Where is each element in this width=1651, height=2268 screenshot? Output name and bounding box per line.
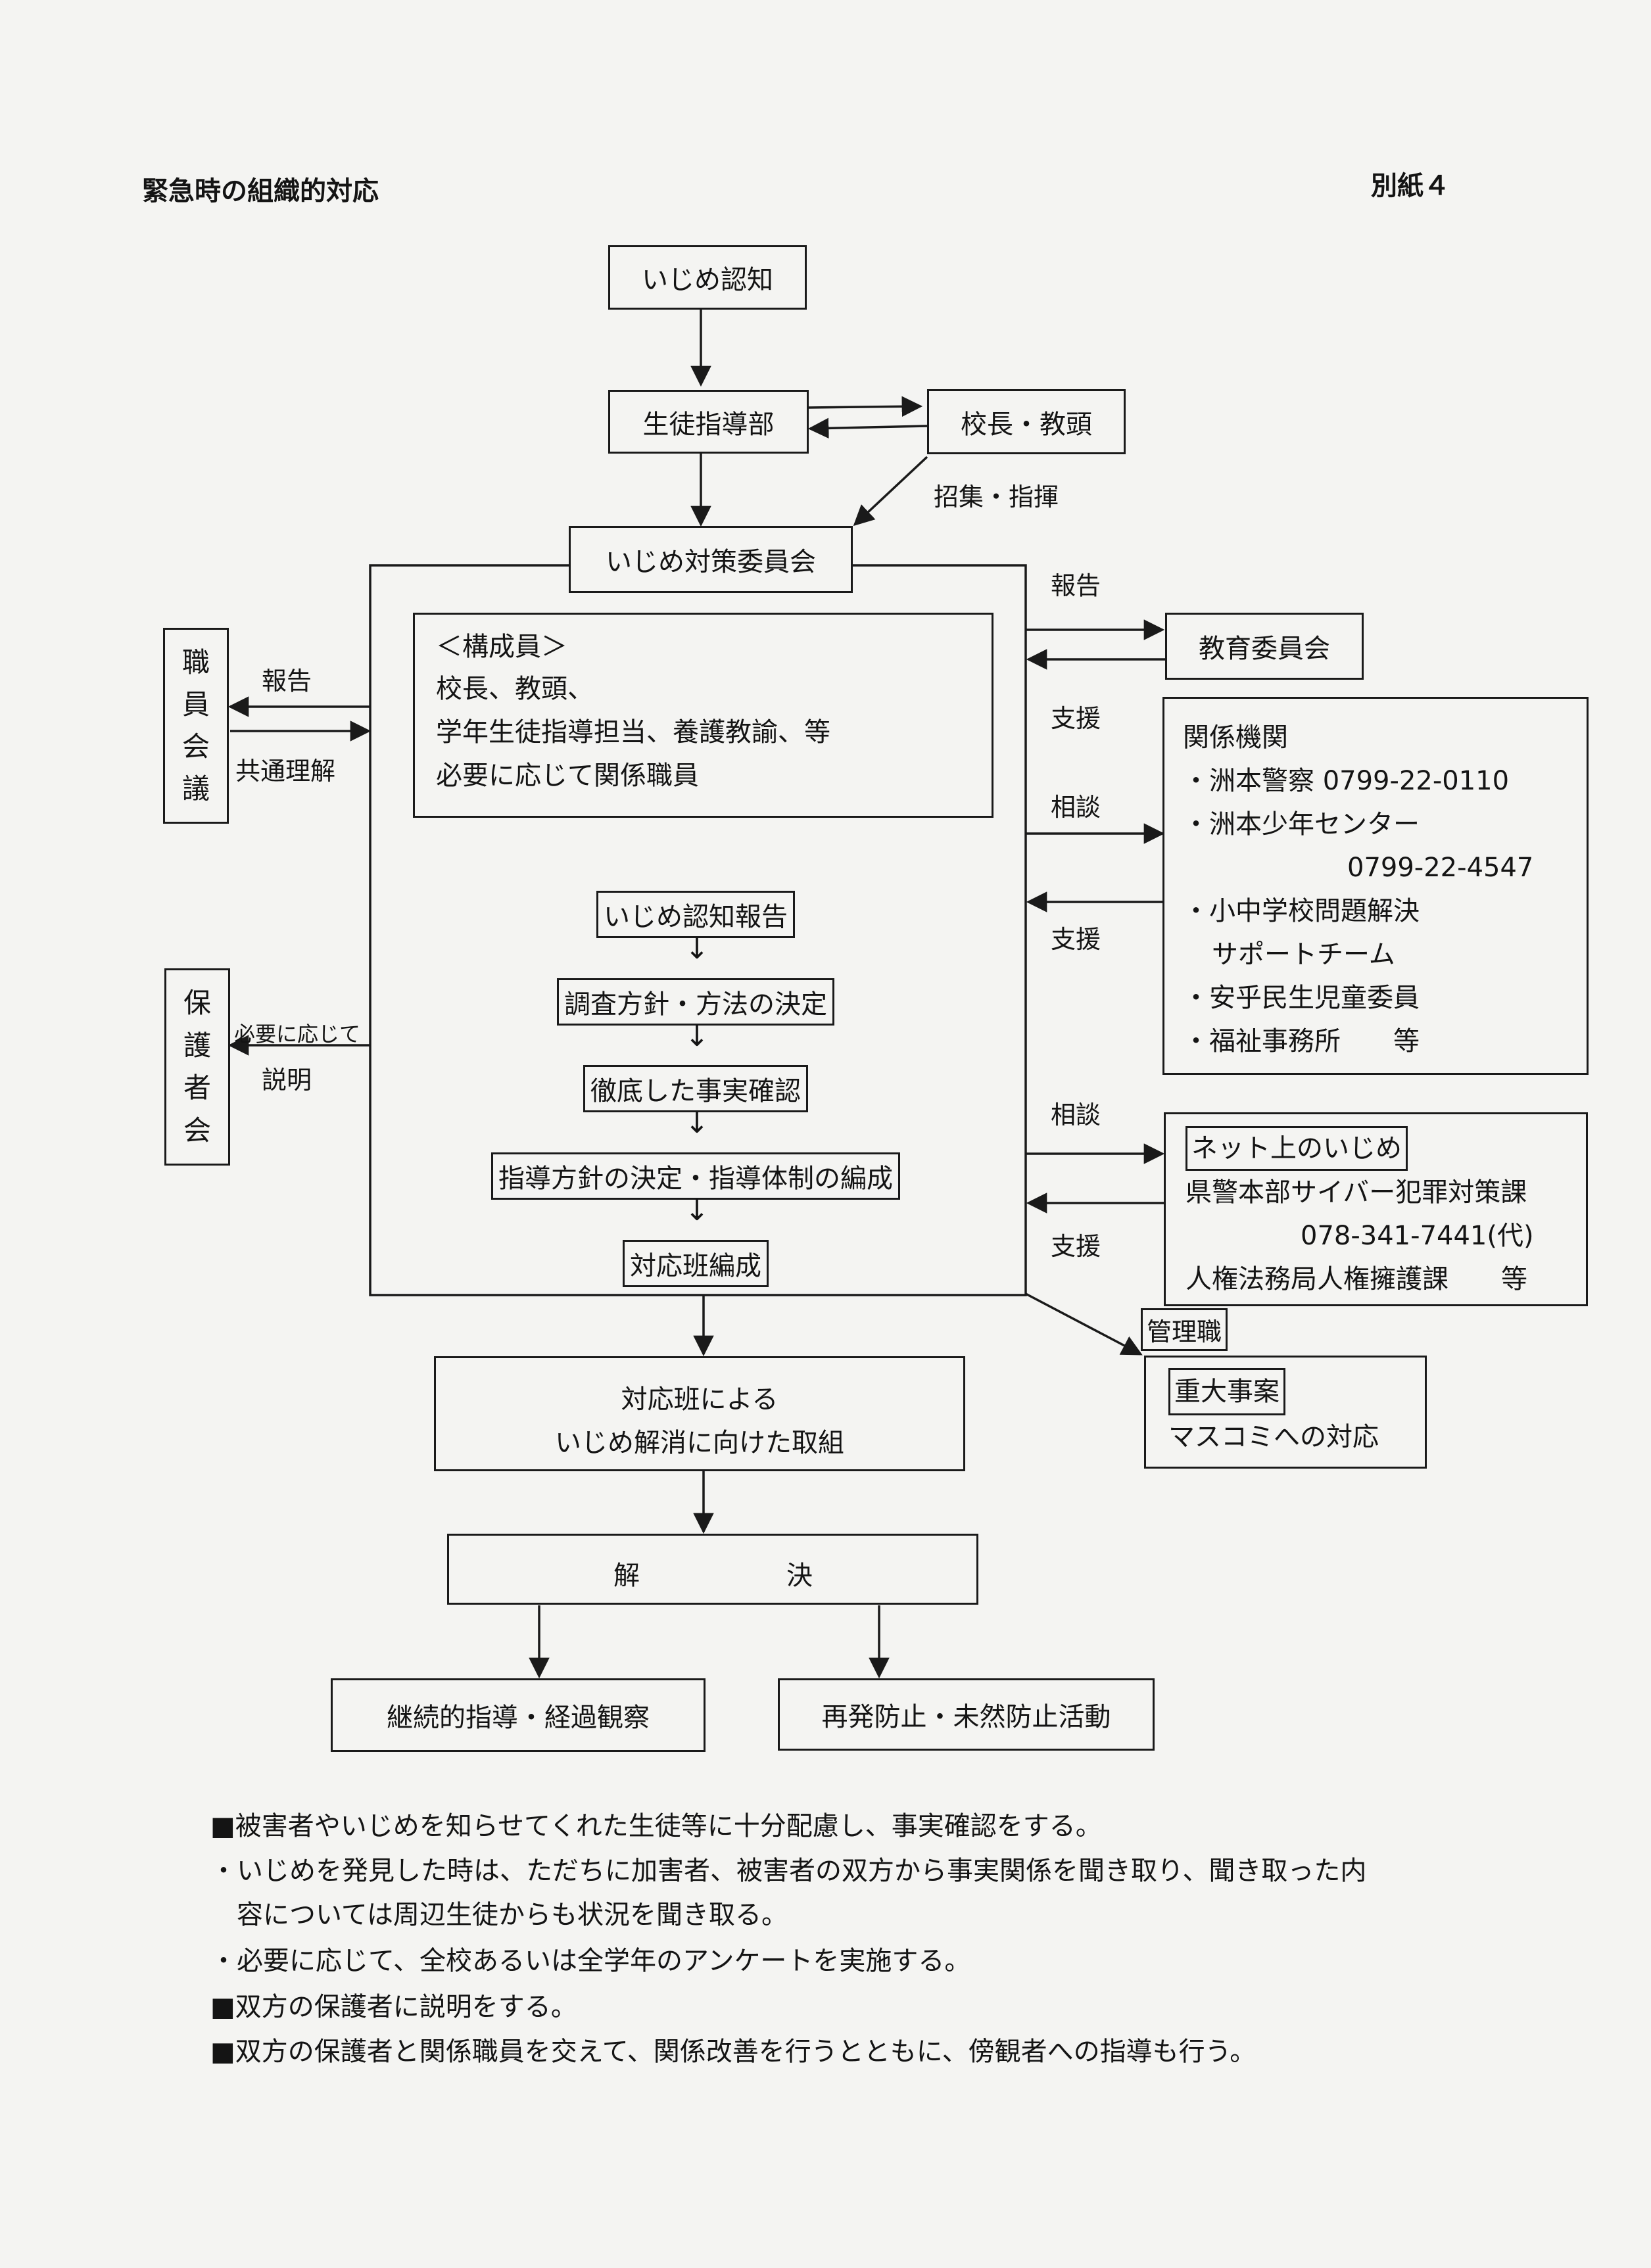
- guardians-meeting-char: 保: [183, 987, 211, 1020]
- serious-case-text: マスコミへの対応: [1168, 1422, 1379, 1452]
- node-response-team-effort: 対応班による いじめ解消に向けた取組: [434, 1356, 965, 1471]
- node-guidance-dept-label: 生徒指導部: [642, 409, 775, 440]
- step-arrow: ↓: [684, 932, 709, 966]
- agencies-line: ・洲本少年センター: [1183, 809, 1420, 839]
- node-awareness: いじめ認知: [608, 245, 807, 310]
- node-staff-meeting: 職 員 会 議: [163, 628, 229, 824]
- node-guidance-dept: 生徒指導部: [608, 390, 809, 454]
- note-line: ■双方の保護者に説明をする。: [210, 1992, 577, 2022]
- attachment-label: 別紙４: [1371, 171, 1450, 201]
- node-continued-guidance: 継続的指導・経過観察: [331, 1678, 706, 1752]
- label-if-needed: 必要に応じて: [234, 1022, 361, 1047]
- label-support-agencies: 支援: [1051, 925, 1101, 954]
- node-committee: いじめ対策委員会: [569, 526, 853, 593]
- document-title: 緊急時の組織的対応: [142, 176, 379, 206]
- agencies-line: サポートチーム: [1212, 939, 1395, 970]
- agencies-line: ・福祉事務所 等: [1183, 1026, 1420, 1056]
- note-line: ■双方の保護者と関係職員を交えて、関係改善を行うとともに、傍観者への指導も行う。: [210, 2037, 1256, 2067]
- node-prevention: 再発防止・未然防止活動: [778, 1678, 1155, 1751]
- step-response-team: 対応班編成: [623, 1240, 769, 1287]
- response-team-line: いじめ解消に向けた取組: [555, 1428, 844, 1458]
- node-committee-label: いじめ対策委員会: [606, 547, 816, 577]
- staff-meeting-char: 員: [181, 688, 210, 721]
- staff-meeting-char: 会: [181, 730, 210, 763]
- net-bullying-line: 県警本部サイバー犯罪対策課: [1185, 1177, 1527, 1208]
- node-board-label: 教育委員会: [1199, 634, 1330, 664]
- node-prevention-label: 再発防止・未然防止活動: [821, 1702, 1111, 1732]
- node-serious-case: 重大事案 マスコミへの対応: [1144, 1356, 1427, 1469]
- guardians-meeting-char: 者: [183, 1072, 211, 1104]
- arrow-guidance-to-principal: [808, 396, 923, 417]
- step-investigation-policy: 調査方針・方法の決定: [557, 978, 834, 1026]
- step-arrow: ↓: [684, 1020, 709, 1053]
- resolution-char: 決: [786, 1561, 813, 1591]
- net-bullying-line: 人権法務局人権擁護課 等: [1185, 1264, 1527, 1294]
- note-line: ・必要に応じて、全校あるいは全学年のアンケートを実施する。: [210, 1946, 971, 1976]
- arrow-to-serious-case: [1025, 1292, 1143, 1356]
- guardians-meeting-char: 護: [183, 1029, 211, 1062]
- arrow-principal-to-guidance: [807, 417, 928, 439]
- members-line: 校長、教頭、: [436, 674, 594, 704]
- staff-meeting-char: 職: [181, 646, 210, 678]
- label-consult-agencies: 相談: [1051, 793, 1101, 822]
- agencies-line: ・小中学校問題解決: [1183, 896, 1420, 926]
- staff-meeting-char: 議: [181, 772, 210, 805]
- label-explain: 説明: [262, 1066, 312, 1095]
- note-line: ■被害者やいじめを知らせてくれた生徒等に十分配慮し、事実確認をする。: [210, 1811, 1102, 1841]
- agencies-line: 0799-22-4547: [1347, 853, 1534, 883]
- node-guardians-meeting: 保 護 者 会: [164, 968, 230, 1166]
- manager-tag: 管理職: [1141, 1308, 1228, 1351]
- step-guidance-system: 指導方針の決定・指導体制の編成: [491, 1152, 900, 1200]
- node-net-bullying: ネット上のいじめ 県警本部サイバー犯罪対策課 078-341-7441(代) 人…: [1164, 1112, 1588, 1306]
- node-awareness-label: いじめ認知: [642, 265, 773, 295]
- arrow-principal-to-committee: [853, 456, 928, 527]
- step-arrow: ↓: [684, 1106, 709, 1140]
- label-convene: 招集・指揮: [934, 483, 1059, 511]
- label-support-net: 支援: [1051, 1232, 1101, 1261]
- net-bullying-tag: ネット上のいじめ: [1185, 1126, 1408, 1171]
- agencies-line: ・安乎民生児童委員: [1183, 983, 1420, 1013]
- response-team-line: 対応班による: [621, 1384, 778, 1415]
- node-related-agencies: 関係機関 ・洲本警察 0799-22-0110 ・洲本少年センター 0799-2…: [1162, 697, 1589, 1075]
- agencies-heading: 関係機関: [1183, 722, 1288, 753]
- guardians-meeting-char: 会: [183, 1114, 211, 1146]
- net-bullying-line: 078-341-7441(代): [1301, 1221, 1534, 1251]
- members-line: 学年生徒指導担当、養護教諭、等: [436, 717, 830, 747]
- step-arrow: ↓: [684, 1194, 709, 1227]
- node-resolution: 解 決: [447, 1534, 978, 1605]
- resolution-char: 解: [613, 1561, 640, 1591]
- members-line: 必要に応じて関係職員: [436, 761, 699, 791]
- agencies-line: ・洲本警察 0799-22-0110: [1183, 766, 1510, 796]
- node-board-of-education: 教育委員会: [1165, 613, 1364, 680]
- members-box: ＜構成員＞ 校長、教頭、 学年生徒指導担当、養護教諭、等 必要に応じて関係職員: [413, 613, 993, 818]
- label-report-staff: 報告: [262, 667, 312, 696]
- label-support-board: 支援: [1051, 704, 1101, 733]
- node-continued-guidance-label: 継続的指導・経過観察: [387, 1703, 650, 1733]
- label-consult-net: 相談: [1051, 1100, 1101, 1129]
- label-report-board: 報告: [1051, 571, 1101, 600]
- label-shared-understanding: 共通理解: [235, 757, 336, 786]
- serious-case-tag: 重大事案: [1168, 1368, 1285, 1415]
- note-line: 容については周辺生徒からも状況を聞き取る。: [210, 1900, 788, 1930]
- node-principal-label: 校長・教頭: [961, 409, 1092, 440]
- step-fact-check: 徹底した事実確認: [583, 1065, 808, 1112]
- step-awareness-report: いじめ認知報告: [596, 891, 795, 938]
- members-heading: ＜構成員＞: [436, 632, 567, 662]
- note-line: ・いじめを発見した時は、ただちに加害者、被害者の双方から事実関係を聞き取り、聞き…: [210, 1856, 1367, 1886]
- node-principal: 校長・教頭: [927, 389, 1126, 454]
- committee-frame: [369, 564, 1027, 1296]
